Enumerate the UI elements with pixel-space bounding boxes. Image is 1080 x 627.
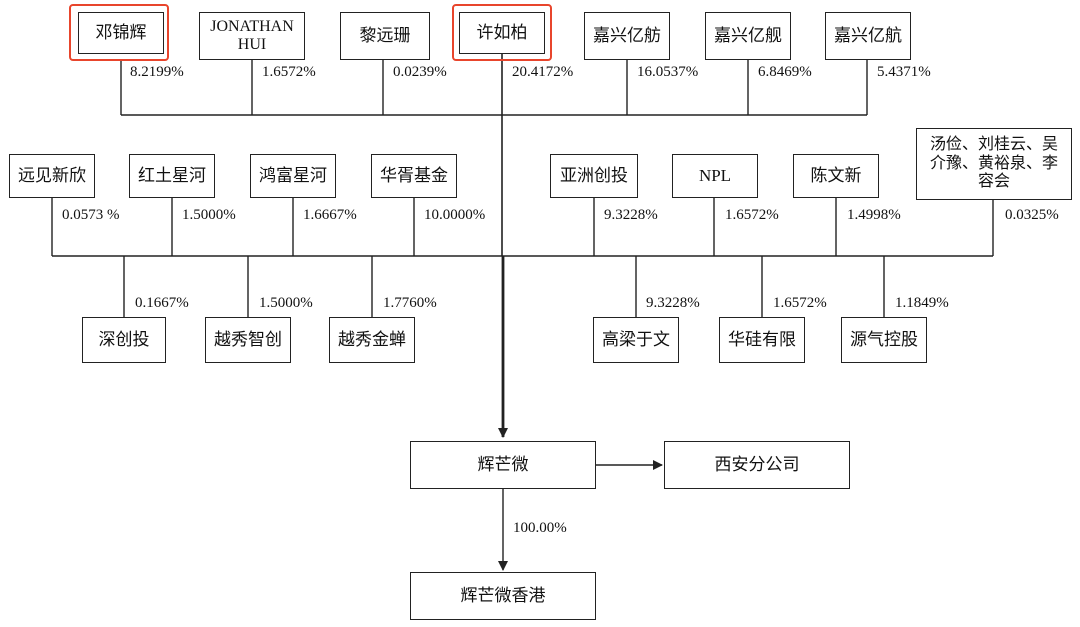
shareholder-name: 深创投 (98, 330, 150, 350)
shareholding-percent: 1.6667% (303, 207, 357, 223)
shareholder-box: JONATHAN HUI (199, 12, 305, 60)
shareholding-percent: 0.0325% (1005, 207, 1059, 223)
shareholding-percent: 1.1849% (895, 295, 949, 311)
shareholding-percent: 0.0239% (393, 64, 447, 80)
branch-office-box: 西安分公司 (664, 441, 850, 489)
shareholder-box: 红土星河 (129, 154, 215, 198)
highlight-frame-dengjinhui (69, 4, 169, 61)
shareholder-name: 华硅有限 (728, 330, 796, 350)
shareholding-percent: 0.1667% (135, 295, 189, 311)
shareholder-name: 源气控股 (850, 330, 918, 350)
highlight-frame-xurubo (452, 4, 552, 61)
shareholding-percent: 9.3228% (604, 207, 658, 223)
shareholder-name: 陈文新 (810, 166, 862, 186)
shareholder-box: 远见新欣 (9, 154, 95, 198)
shareholder-box: 源气控股 (841, 317, 927, 363)
company-name: 辉芒微 (477, 455, 529, 475)
shareholder-box: 汤俭、刘桂云、吴 介豫、黄裕泉、李 容会 (916, 128, 1072, 200)
shareholder-box: 高梁于文 (593, 317, 679, 363)
shareholding-percent: 1.6572% (725, 207, 779, 223)
shareholder-name: 远见新欣 (18, 166, 86, 186)
shareholder-name: 亚洲创投 (560, 166, 628, 186)
shareholding-percent: 6.8469% (758, 64, 812, 80)
shareholding-percent: 1.6572% (262, 64, 316, 80)
shareholder-name: 嘉兴亿航 (834, 26, 902, 46)
shareholding-percent: 0.0573 % (62, 207, 120, 223)
shareholder-box: 华胥基金 (371, 154, 457, 198)
shareholding-percent: 5.4371% (877, 64, 931, 80)
shareholder-name: 华胥基金 (380, 166, 448, 186)
subsidiary-name: 辉芒微香港 (460, 586, 546, 606)
shareholding-percent: 16.0537% (637, 64, 699, 80)
shareholder-box: 陈文新 (793, 154, 879, 198)
shareholder-box: NPL (672, 154, 758, 198)
shareholding-percent: 20.4172% (512, 64, 574, 80)
shareholder-name: NPL (698, 166, 732, 186)
shareholding-percent: 1.5000% (259, 295, 313, 311)
shareholder-box: 深创投 (82, 317, 166, 363)
shareholder-box: 越秀智创 (205, 317, 291, 363)
shareholder-name: 邓锦辉 (95, 23, 147, 43)
subsidiary-percent: 100.00% (513, 520, 567, 536)
shareholder-name: 鸿富星河 (259, 166, 327, 186)
shareholder-name: 嘉兴亿舫 (593, 26, 661, 46)
shareholder-box: 鸿富星河 (250, 154, 336, 198)
shareholder-name: 许如柏 (476, 23, 528, 43)
shareholder-name: 越秀金蝉 (338, 330, 406, 350)
shareholder-box: 嘉兴亿舫 (584, 12, 670, 60)
shareholder-box: 嘉兴亿航 (825, 12, 911, 60)
shareholding-percent: 8.2199% (130, 64, 184, 80)
shareholder-box: 华硅有限 (719, 317, 805, 363)
shareholder-name: 嘉兴亿舰 (714, 26, 782, 46)
shareholding-percent: 1.5000% (182, 207, 236, 223)
branch-office-name: 西安分公司 (714, 455, 800, 475)
shareholder-name: 越秀智创 (214, 330, 282, 350)
shareholder-box: 邓锦辉 (78, 12, 164, 54)
shareholder-name: 黎远珊 (359, 26, 411, 46)
shareholder-box: 亚洲创投 (550, 154, 638, 198)
shareholder-box: 越秀金蝉 (329, 317, 415, 363)
shareholder-name: 红土星河 (138, 166, 206, 186)
shareholding-percent: 1.6572% (773, 295, 827, 311)
shareholder-name: 汤俭、刘桂云、吴 介豫、黄裕泉、李 容会 (929, 136, 1058, 191)
company-box: 辉芒微 (410, 441, 596, 489)
subsidiary-box: 辉芒微香港 (410, 572, 596, 620)
shareholder-name: 高梁于文 (602, 330, 670, 350)
shareholder-name: JONATHAN HUI (210, 17, 294, 53)
shareholding-percent: 10.0000% (424, 207, 486, 223)
shareholding-percent: 1.4998% (847, 207, 901, 223)
shareholder-box: 黎远珊 (340, 12, 430, 60)
shareholder-box: 许如柏 (459, 12, 545, 54)
shareholding-percent: 1.7760% (383, 295, 437, 311)
shareholder-box: 嘉兴亿舰 (705, 12, 791, 60)
shareholding-percent: 9.3228% (646, 295, 700, 311)
